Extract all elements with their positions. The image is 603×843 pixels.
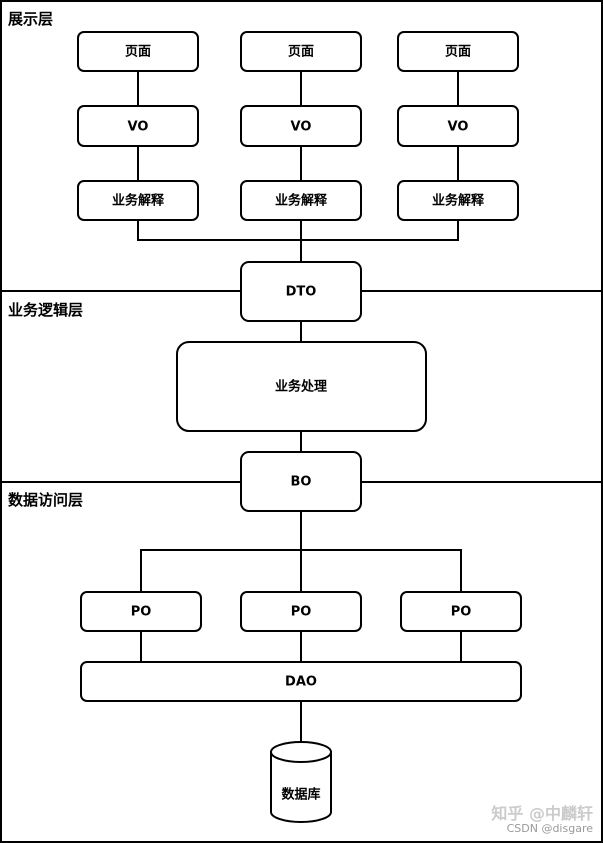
layer-label-data-access: 数据访问层	[8, 491, 83, 509]
dto-node: DTO	[240, 261, 362, 322]
page-node-label: 页面	[288, 45, 314, 60]
po-node-2: PO	[240, 591, 362, 632]
vo-node-2: VO	[240, 105, 362, 147]
connector-split-po	[140, 549, 462, 592]
page-node-label: 页面	[445, 45, 471, 60]
watermark-zhihu: 知乎 @中麟轩	[491, 804, 593, 824]
dao-node: DAO	[80, 661, 522, 702]
bo-node-label: BO	[291, 475, 312, 490]
vo-node-label: VO	[448, 120, 469, 135]
database-icon: 数据库	[270, 741, 332, 823]
business-interpret-label: 业务解释	[112, 193, 165, 209]
business-process-label: 业务处理	[275, 379, 327, 395]
po-node-label: PO	[291, 605, 312, 620]
bo-node: BO	[240, 451, 362, 512]
business-process-node: 业务处理	[176, 341, 427, 432]
watermark-csdn: CSDN @disgare	[506, 821, 593, 835]
layer-label-presentation: 展示层	[8, 10, 53, 28]
business-interpret-node-2: 业务解释	[240, 180, 362, 221]
page-node-3: 页面	[397, 31, 519, 72]
layer-label-business: 业务逻辑层	[8, 301, 83, 319]
page-node-1: 页面	[77, 31, 199, 72]
page-node-label: 页面	[125, 45, 151, 60]
business-interpret-node-1: 业务解释	[77, 180, 199, 221]
business-interpret-node-3: 业务解释	[397, 180, 519, 221]
dto-node-label: DTO	[286, 285, 317, 300]
watermark: 知乎 @中麟轩 CSDN @disgare	[491, 805, 593, 835]
business-interpret-label: 业务解释	[275, 193, 328, 209]
po-node-1: PO	[80, 591, 202, 632]
po-node-label: PO	[131, 605, 152, 620]
business-interpret-label: 业务解释	[432, 193, 485, 209]
dao-node-label: DAO	[285, 675, 317, 690]
po-node-3: PO	[400, 591, 522, 632]
vo-node-1: VO	[77, 105, 199, 147]
vo-node-label: VO	[128, 120, 149, 135]
vo-node-3: VO	[397, 105, 519, 147]
connector-interpret-merge	[137, 220, 459, 241]
vo-node-label: VO	[291, 120, 312, 135]
database-label: 数据库	[281, 787, 320, 803]
page-node-2: 页面	[240, 31, 362, 72]
po-node-label: PO	[451, 605, 472, 620]
